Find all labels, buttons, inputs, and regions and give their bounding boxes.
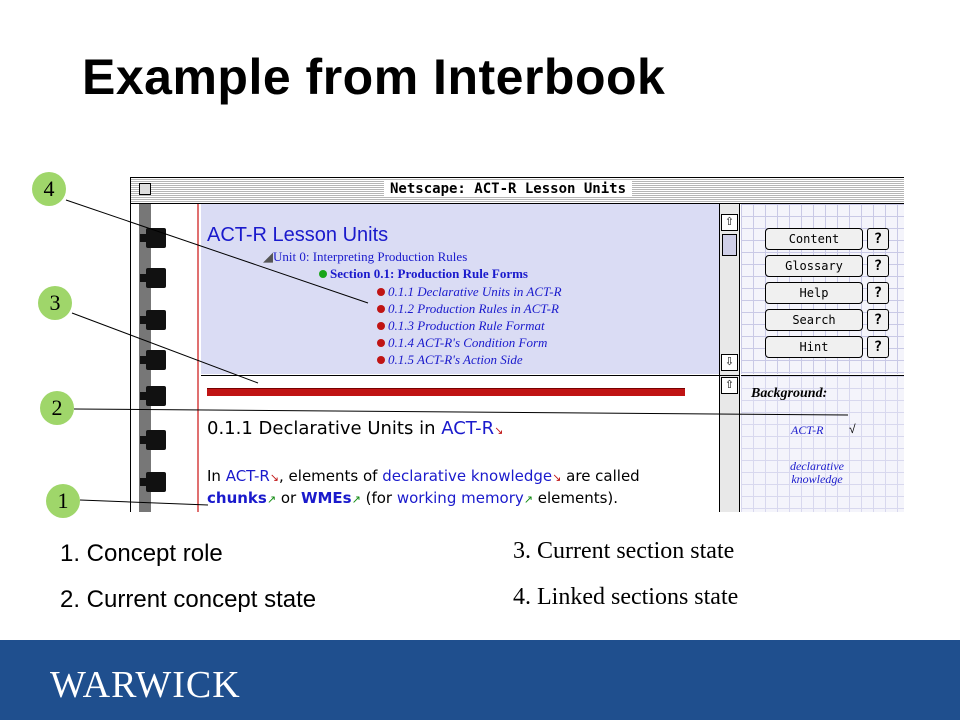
working-memory-link[interactable]: working memory bbox=[396, 489, 524, 507]
concept-outcome-arrow-icon: ↗ bbox=[266, 493, 277, 506]
callout-2-leader bbox=[73, 408, 849, 416]
hint-help-button[interactable]: ? bbox=[867, 336, 889, 358]
binder-ring-icon bbox=[140, 350, 166, 370]
slide-title: Example from Interbook bbox=[82, 49, 666, 105]
content-paragraph-line-1: In ACT-R↘, elements of declarative knowl… bbox=[207, 467, 640, 485]
lesson-navigation-pane: ACT-R Lesson Units ◢Unit 0: Interpreting… bbox=[201, 204, 719, 374]
glossary-button[interactable]: Glossary bbox=[765, 255, 863, 277]
wmes-link[interactable]: WMEs bbox=[300, 489, 352, 507]
concept-arrow-icon: ↘ bbox=[552, 471, 562, 484]
link-state-icon bbox=[377, 356, 385, 364]
callout-2-badge: 2 bbox=[40, 391, 74, 425]
content-help-button[interactable]: ? bbox=[867, 228, 889, 250]
link-state-icon bbox=[377, 339, 385, 347]
hint-button[interactable]: Hint bbox=[765, 336, 863, 358]
section-link[interactable]: Section 0.1: Production Rule Forms bbox=[319, 266, 528, 282]
lesson-content-pane: 0.1.1 Declarative Units in ACT-R↘ In ACT… bbox=[201, 375, 719, 512]
content-button[interactable]: Content bbox=[765, 228, 863, 250]
lesson-units-heading[interactable]: ACT-R Lesson Units bbox=[207, 224, 389, 246]
nav-item-label: 0.1.1 Declarative Units in ACT-R bbox=[388, 284, 562, 299]
search-button[interactable]: Search bbox=[765, 309, 863, 331]
legend-item-1: 1. Concept role bbox=[60, 540, 223, 567]
content-scrollbar[interactable]: ⇧ bbox=[719, 375, 740, 512]
concept-arrow-icon: ↘ bbox=[269, 471, 280, 484]
text-fragment: In bbox=[207, 467, 226, 485]
concept-outcome-arrow-icon: ↗ bbox=[351, 493, 361, 506]
background-label: Background: bbox=[751, 386, 828, 401]
content-paragraph-line-2: chunks↗ or WMEs↗ (for working memory↗ el… bbox=[207, 489, 618, 507]
nav-item-0-1-1[interactable]: 0.1.1 Declarative Units in ACT-R bbox=[377, 284, 562, 300]
scroll-down-arrow-icon[interactable]: ⇩ bbox=[721, 354, 738, 371]
concept-outcome-arrow-icon: ↗ bbox=[523, 493, 533, 506]
legend-item-2: 2. Current concept state bbox=[60, 586, 317, 613]
link-state-icon bbox=[377, 322, 385, 330]
binder-ring-icon bbox=[140, 386, 166, 406]
binder-ring-icon bbox=[140, 310, 166, 330]
callout-4-badge: 4 bbox=[32, 172, 66, 206]
declarative-knowledge-link[interactable]: declarative knowledge bbox=[382, 467, 553, 485]
nav-item-0-1-2[interactable]: 0.1.2 Production Rules in ACT-R bbox=[377, 301, 559, 317]
text-fragment: (for bbox=[360, 489, 397, 507]
warwick-logo: WARWICK bbox=[50, 664, 241, 706]
callout-4-leader bbox=[65, 199, 369, 304]
text-fragment: , elements of bbox=[279, 467, 383, 485]
binder-ring-icon bbox=[140, 268, 166, 288]
act-r-concept-link[interactable]: ACT-R bbox=[225, 467, 270, 485]
scroll-up-arrow-icon[interactable]: ⇧ bbox=[721, 214, 738, 231]
section-label: Section 0.1: Production Rule Forms bbox=[330, 266, 528, 281]
link-state-icon bbox=[377, 288, 385, 296]
unit-label: Unit 0: Interpreting Production Rules bbox=[273, 249, 468, 264]
section-state-bar bbox=[207, 388, 685, 396]
callout-1-badge: 1 bbox=[46, 484, 80, 518]
chunks-link[interactable]: chunks bbox=[207, 489, 267, 507]
section-state-icon bbox=[319, 270, 327, 278]
background-concepts-pane: Background: ACT-R √ declarative knowledg… bbox=[741, 375, 904, 512]
window-title: Netscape: ACT-R Lesson Units bbox=[384, 181, 633, 197]
scroll-thumb[interactable] bbox=[722, 234, 737, 256]
nav-item-label: 0.1.3 Production Rule Format bbox=[388, 318, 545, 333]
tool-buttons-pane: Content ? Glossary ? Help ? Search ? Hin… bbox=[741, 204, 904, 374]
binder-ring-icon bbox=[140, 228, 166, 248]
binder-ring-icon bbox=[140, 472, 166, 492]
legend-item-3: 3. Current section state bbox=[513, 538, 735, 564]
close-box-icon[interactable] bbox=[139, 183, 151, 195]
nav-item-0-1-5[interactable]: 0.1.5 ACT-R's Action Side bbox=[377, 352, 523, 368]
help-button[interactable]: Help bbox=[765, 282, 863, 304]
window-titlebar[interactable]: Netscape: ACT-R Lesson Units bbox=[131, 178, 904, 204]
unit-link[interactable]: ◢Unit 0: Interpreting Production Rules bbox=[263, 249, 468, 264]
concept-arrow-icon: ↘ bbox=[494, 424, 504, 437]
binder-ring-icon bbox=[140, 430, 166, 450]
background-act-r-link[interactable]: ACT-R bbox=[791, 423, 824, 437]
act-r-link[interactable]: ACT-R bbox=[441, 418, 495, 439]
text-fragment: are called bbox=[561, 467, 640, 485]
text-fragment: elements). bbox=[533, 489, 619, 507]
search-help-button[interactable]: ? bbox=[867, 309, 889, 331]
nav-item-label: 0.1.4 ACT-R's Condition Form bbox=[388, 335, 548, 350]
glossary-help-button[interactable]: ? bbox=[867, 255, 889, 277]
binder-margin bbox=[131, 204, 199, 512]
browser-window: Netscape: ACT-R Lesson Units ACT-R Lesso… bbox=[130, 177, 904, 512]
nav-scrollbar[interactable]: ⇧ ⇩ bbox=[719, 204, 740, 375]
background-declarative-knowledge-link[interactable]: declarative knowledge bbox=[790, 459, 844, 486]
nav-item-0-1-4[interactable]: 0.1.4 ACT-R's Condition Form bbox=[377, 335, 547, 351]
link-state-icon bbox=[377, 305, 385, 313]
callout-1-leader bbox=[79, 499, 209, 506]
nav-item-label: 0.1.5 ACT-R's Action Side bbox=[388, 352, 523, 367]
margin-line bbox=[197, 204, 199, 512]
nav-item-label: 0.1.2 Production Rules in ACT-R bbox=[388, 301, 559, 316]
callout-3-leader bbox=[71, 312, 259, 384]
known-check-icon: √ bbox=[849, 422, 856, 436]
text-fragment: or bbox=[276, 489, 301, 507]
nav-item-0-1-3[interactable]: 0.1.3 Production Rule Format bbox=[377, 318, 545, 334]
help-help-button[interactable]: ? bbox=[867, 282, 889, 304]
content-heading: 0.1.1 Declarative Units in ACT-R↘ bbox=[207, 418, 503, 439]
footer-band bbox=[0, 640, 960, 720]
scroll-up-arrow-icon[interactable]: ⇧ bbox=[721, 377, 738, 394]
callout-3-badge: 3 bbox=[38, 286, 72, 320]
content-heading-text: 0.1.1 Declarative Units in bbox=[207, 418, 442, 439]
legend-item-4: 4. Linked sections state bbox=[513, 584, 739, 610]
